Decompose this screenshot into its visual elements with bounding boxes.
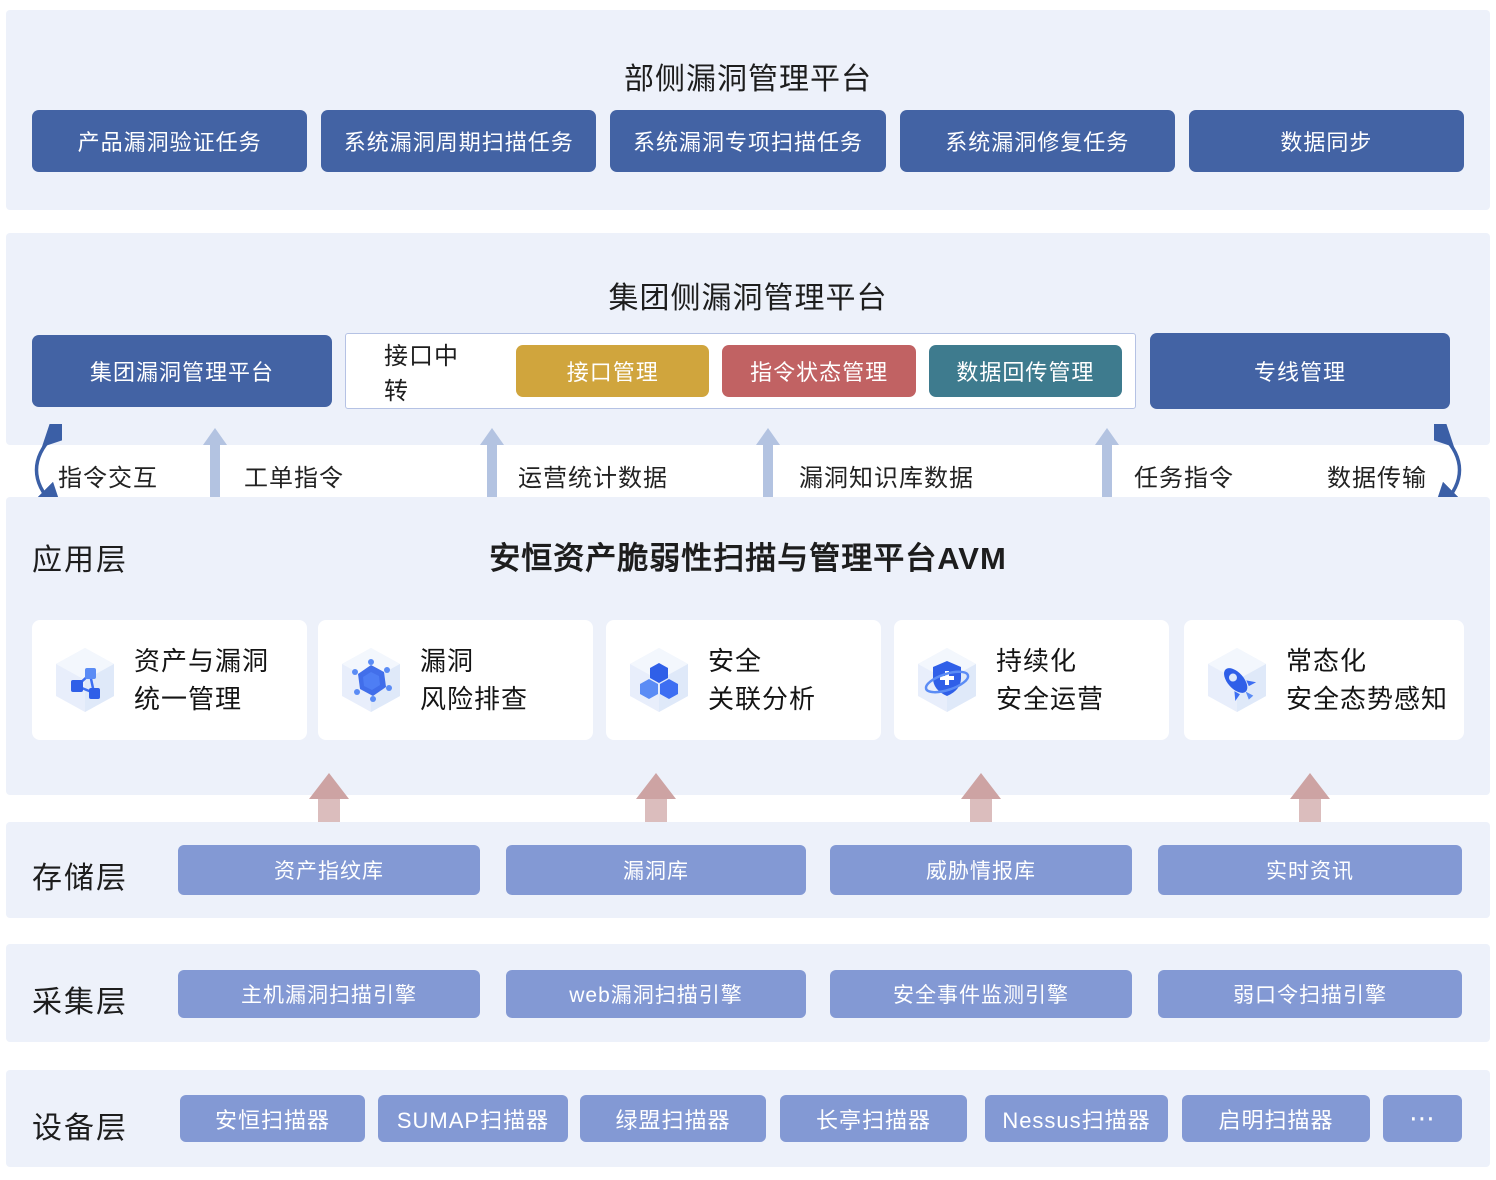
collection-engine-box: 主机漏洞扫描引擎	[178, 970, 480, 1018]
interface-management-box: 接口管理	[516, 345, 710, 397]
app-card-text: 安全 关联分析	[708, 642, 816, 718]
collection-engine-box: 弱口令扫描引擎	[1158, 970, 1462, 1018]
rocket-cube-icon	[1208, 648, 1266, 712]
app-card-asset-management: 资产与漏洞 统一管理	[32, 620, 307, 740]
storage-layer-label: 存储层	[32, 862, 128, 895]
avm-platform-title: 安恒资产脆弱性扫描与管理平台AVM	[489, 541, 1007, 576]
app-card-text: 持续化 安全运营	[996, 642, 1104, 718]
app-card-risk-check: 漏洞 风险排查	[318, 620, 593, 740]
ministry-task-box: 系统漏洞专项扫描任务	[610, 110, 886, 172]
group-section-title: 集团侧漏洞管理平台	[608, 282, 888, 315]
command-status-box: 指令状态管理	[722, 345, 916, 397]
device-scanner-box: 启明扫描器	[1182, 1095, 1370, 1142]
vulnerability-bug-cube-icon	[342, 648, 400, 712]
app-card-line1: 漏洞	[420, 646, 475, 676]
flow-label-operation-stats: 运营统计数据	[518, 465, 668, 492]
ministry-task-row: 产品漏洞验证任务 系统漏洞周期扫描任务 系统漏洞专项扫描任务 系统漏洞修复任务 …	[32, 110, 1465, 172]
app-card-situation-awareness: 常态化 安全态势感知	[1184, 620, 1464, 740]
collection-layer-section: 采集层 主机漏洞扫描引擎 web漏洞扫描引擎 安全事件监测引擎 弱口令扫描引擎	[6, 944, 1490, 1042]
device-layer-label: 设备层	[32, 1112, 128, 1145]
device-scanner-box: 安恒扫描器	[180, 1095, 365, 1142]
app-card-line1: 常态化	[1286, 646, 1368, 676]
app-card-line1: 持续化	[996, 646, 1078, 676]
flow-label-command-interaction: 指令交互	[58, 465, 158, 492]
flow-label-work-order: 工单指令	[244, 465, 344, 492]
app-card-line1: 资产与漏洞	[134, 646, 270, 676]
device-ellipsis-box: ⋯	[1383, 1095, 1462, 1142]
shield-orbit-cube-icon	[918, 648, 976, 712]
ministry-platform-section: 部侧漏洞管理平台 产品漏洞验证任务 系统漏洞周期扫描任务 系统漏洞专项扫描任务 …	[6, 10, 1490, 210]
group-platform-box: 集团漏洞管理平台	[32, 335, 332, 407]
collection-engine-box: web漏洞扫描引擎	[506, 970, 806, 1018]
ministry-task-box: 系统漏洞修复任务	[899, 110, 1175, 172]
device-scanner-box: Nessus扫描器	[985, 1095, 1168, 1142]
app-card-text: 资产与漏洞 统一管理	[134, 642, 269, 718]
app-card-line2: 安全运营	[996, 684, 1105, 714]
ministry-task-box: 产品漏洞验证任务	[32, 110, 308, 172]
app-card-text: 漏洞 风险排查	[420, 642, 528, 718]
flow-label-vuln-knowledge: 漏洞知识库数据	[799, 465, 974, 492]
application-layer-section: 应用层 安恒资产脆弱性扫描与管理平台AVM 资产与漏洞 统一管理	[6, 497, 1490, 795]
collection-engine-box: 安全事件监测引擎	[830, 970, 1132, 1018]
application-layer-label: 应用层	[32, 544, 128, 577]
app-card-line2: 统一管理	[134, 684, 243, 714]
group-platform-section: 集团侧漏洞管理平台 集团漏洞管理平台 接口中转 接口管理 指令状态管理 数据回传…	[6, 233, 1490, 445]
app-card-line2: 关联分析	[708, 684, 817, 714]
ministry-section-title: 部侧漏洞管理平台	[624, 63, 872, 96]
storage-box: 漏洞库	[506, 845, 806, 895]
stacked-cubes-icon	[630, 648, 688, 712]
dedicated-line-box: 专线管理	[1150, 333, 1450, 409]
ministry-task-box: 系统漏洞周期扫描任务	[321, 110, 597, 172]
device-scanner-box: SUMAP扫描器	[378, 1095, 568, 1142]
app-card-line2: 风险排查	[420, 684, 529, 714]
ministry-task-box: 数据同步	[1188, 110, 1465, 172]
device-scanner-box: 绿盟扫描器	[580, 1095, 766, 1142]
app-card-security-operation: 持续化 安全运营	[894, 620, 1169, 740]
interface-relay-label: 接口中转	[384, 343, 459, 405]
flow-label-task-command: 任务指令	[1134, 465, 1234, 492]
app-card-line2: 安全态势感知	[1286, 684, 1449, 714]
data-return-box: 数据回传管理	[928, 345, 1123, 397]
flow-label-data-transfer: 数据传输	[1327, 465, 1427, 492]
device-layer-section: 设备层 安恒扫描器 SUMAP扫描器 绿盟扫描器 长亭扫描器 Nessus扫描器…	[6, 1070, 1490, 1167]
asset-network-cube-icon	[56, 648, 114, 712]
storage-box: 实时资讯	[1158, 845, 1462, 895]
storage-box: 威胁情报库	[830, 845, 1132, 895]
app-card-correlation-analysis: 安全 关联分析	[606, 620, 881, 740]
app-card-text: 常态化 安全态势感知	[1286, 642, 1448, 718]
storage-box: 资产指纹库	[178, 845, 480, 895]
storage-layer-section: 存储层 资产指纹库 漏洞库 威胁情报库 实时资讯	[6, 822, 1490, 918]
interface-relay-box: 接口中转 接口管理 指令状态管理 数据回传管理	[345, 333, 1136, 409]
device-scanner-box: 长亭扫描器	[780, 1095, 967, 1142]
collection-layer-label: 采集层	[32, 986, 128, 1019]
app-card-line1: 安全	[708, 646, 763, 676]
